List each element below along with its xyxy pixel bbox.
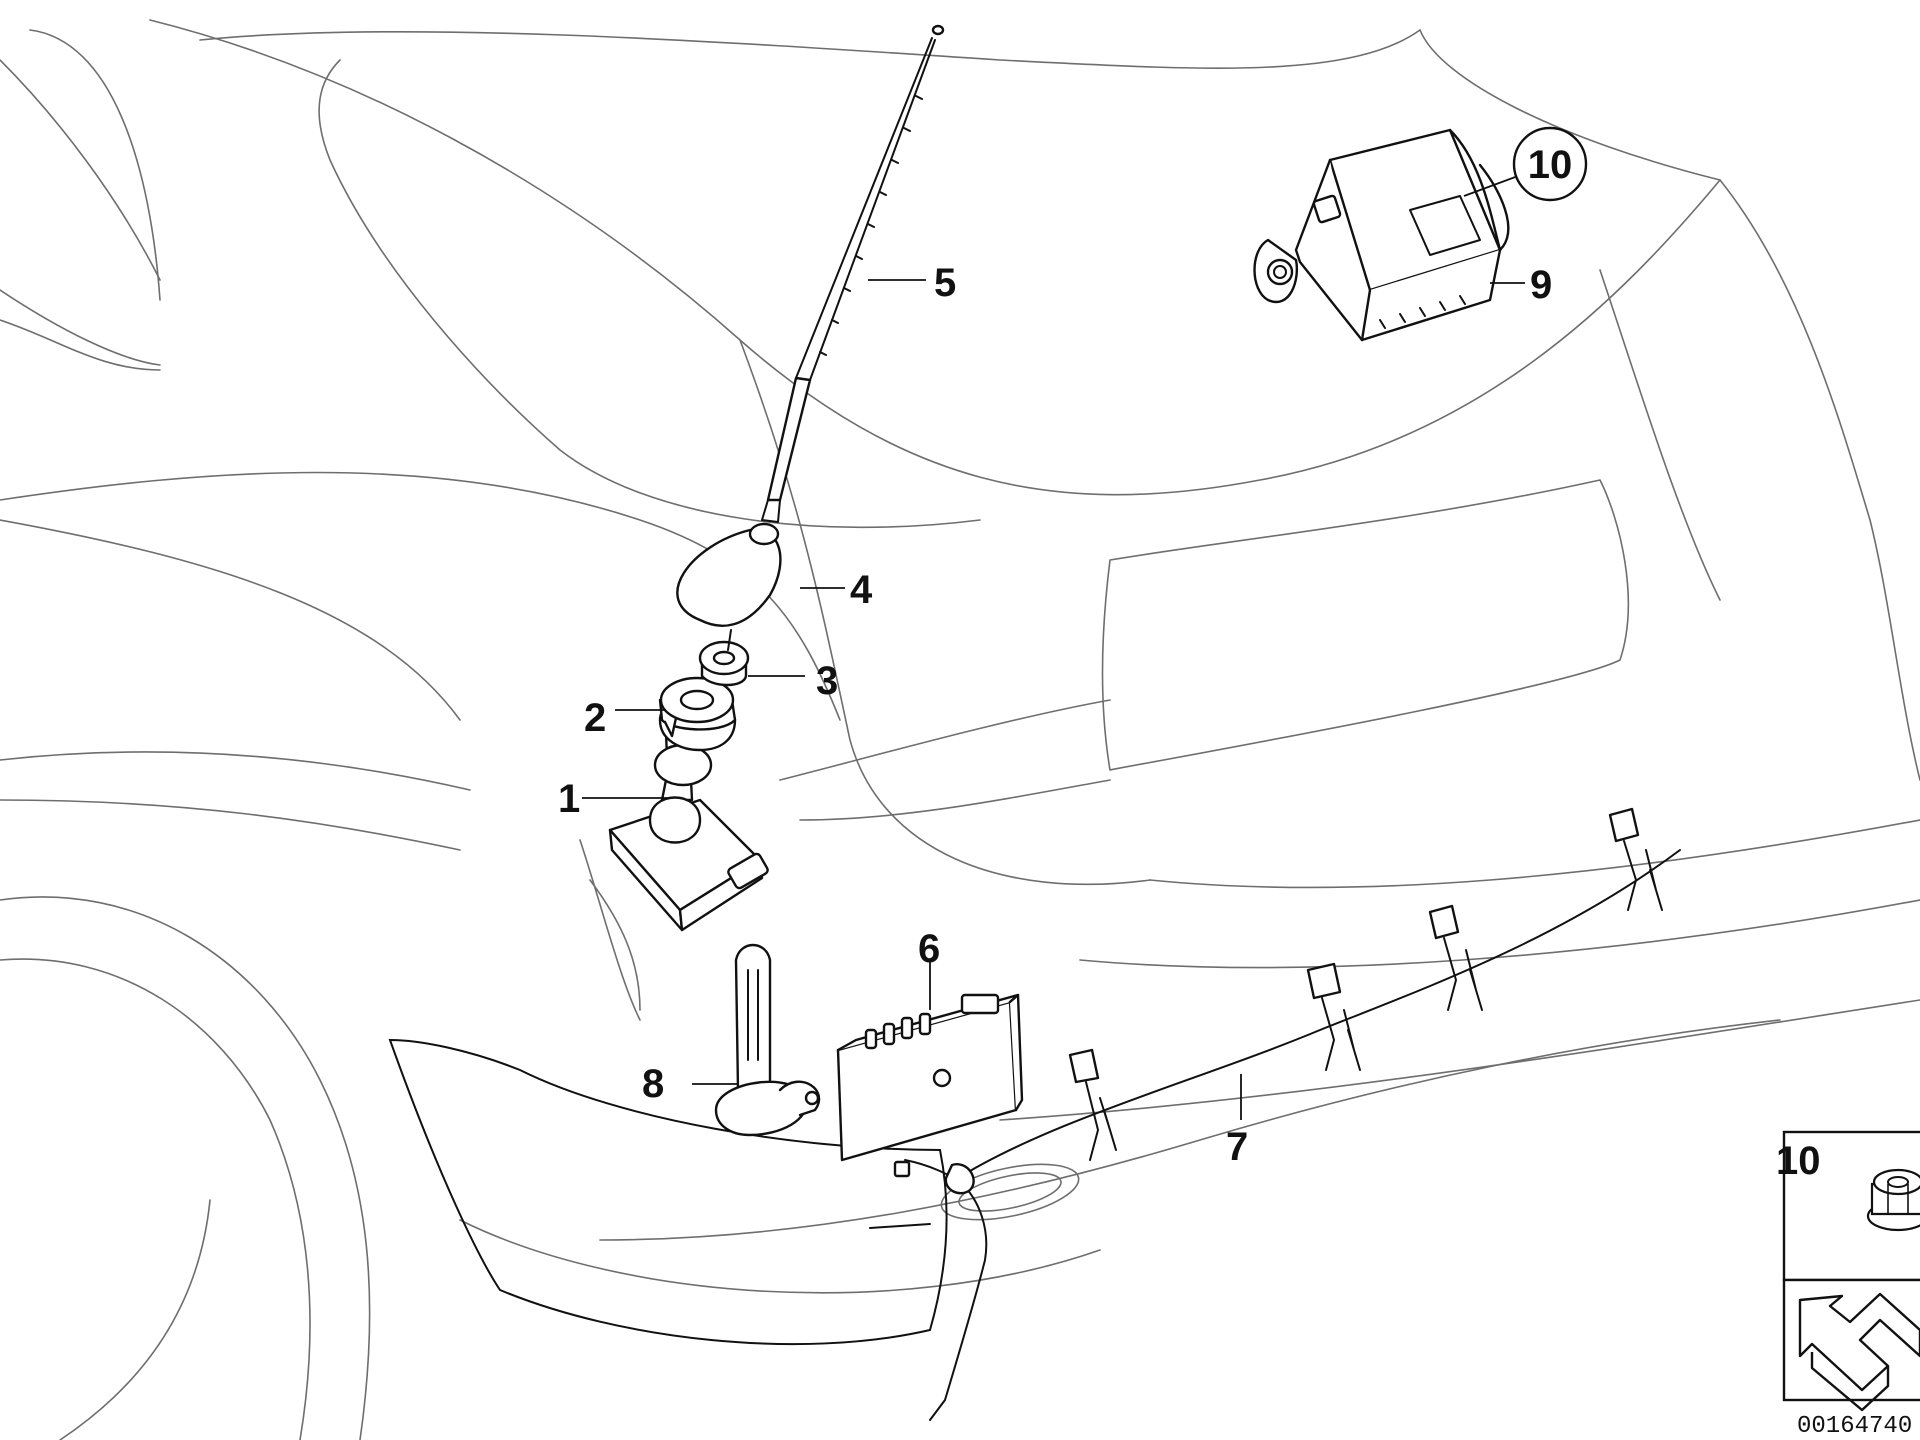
- leader-lines: [582, 175, 1525, 1120]
- callout-9: 9: [1530, 263, 1552, 307]
- callout-labels: 1 2 3 4 5 6 7 8 9 10: [558, 126, 1588, 1169]
- flange-nut-icon: [1866, 1168, 1920, 1232]
- callout-8: 8: [642, 1062, 664, 1106]
- harness-connector-2: [1306, 962, 1361, 1071]
- antenna-collar-part: [658, 676, 737, 752]
- rod-antenna-part: [714, 943, 821, 1137]
- inset-panel: 10 00164740: [1776, 1130, 1920, 1440]
- antenna-rod-part: [761, 24, 945, 523]
- inset-label: 10: [1776, 1139, 1821, 1183]
- callout-2: 2: [584, 696, 606, 740]
- harness-connector-1: [1068, 1048, 1117, 1161]
- antenna-nut-part: [698, 640, 750, 687]
- arrow-symbol-icon: [1798, 1292, 1920, 1412]
- callout-4: 4: [850, 568, 873, 612]
- antenna-amplifier-part: [836, 993, 1024, 1162]
- reference-number: 00164740: [1797, 1413, 1912, 1440]
- callout-1: 1: [558, 777, 580, 821]
- callout-3: 3: [816, 659, 838, 703]
- wiring-harness-part: [893, 807, 1681, 1421]
- callout-10: 10: [1528, 143, 1573, 187]
- callout-5: 5: [934, 261, 956, 305]
- callout-6: 6: [918, 927, 940, 971]
- antenna-base-part: [608, 693, 769, 932]
- harness-connector-3: [1428, 904, 1483, 1011]
- bumper-harness-loop: [388, 1038, 948, 1346]
- control-unit-part: [1253, 128, 1510, 342]
- antenna-foot-cover-part: [676, 522, 782, 651]
- callout-10-circle: [1512, 126, 1588, 202]
- callout-7: 7: [1226, 1125, 1248, 1169]
- harness-connector-4: [1608, 807, 1663, 911]
- car-body-outline: [0, 19, 1920, 1440]
